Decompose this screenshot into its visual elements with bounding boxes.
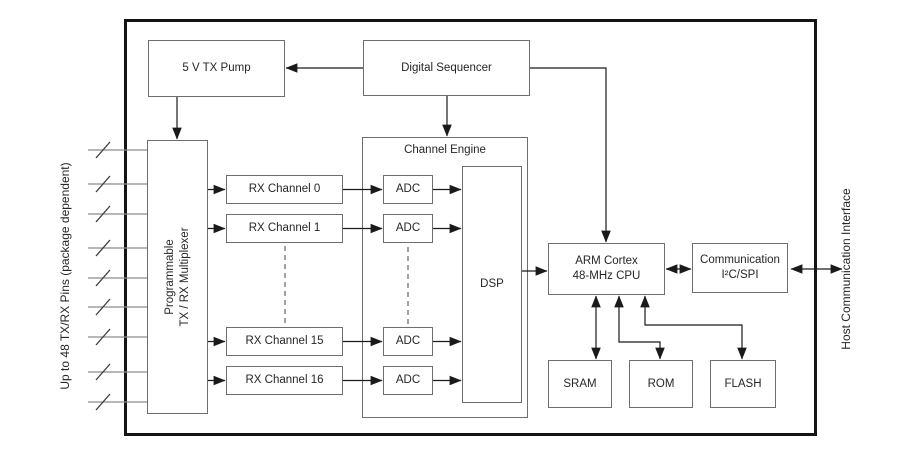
bus-slash-9 [95, 393, 111, 411]
multiplexer-label-line1: Programmable [163, 239, 176, 315]
multiplexer-label-line2: TX / RX Multiplexer [178, 227, 191, 327]
block-rx-channel-16: RX Channel 16 [226, 366, 343, 395]
adc-0-label: ADC [395, 183, 421, 196]
block-flash: FLASH [710, 360, 776, 408]
block-rom: ROM [629, 360, 693, 408]
digital-sequencer-label: Digital Sequencer [401, 61, 492, 74]
block-rx-channel-15: RX Channel 15 [226, 327, 343, 356]
block-rx-channel-0: RX Channel 0 [226, 175, 343, 204]
block-adc-15: ADC [383, 327, 433, 356]
block-communication: Communication I²C/SPI [692, 243, 788, 293]
arm-cpu-label-line2: 48-MHz CPU [572, 270, 641, 282]
bus-slash-5 [95, 269, 111, 287]
block-tx-rx-multiplexer: Programmable TX / RX Multiplexer [147, 140, 208, 414]
left-pins-label: Up to 48 TX/RX Pins (package dependent) [58, 162, 72, 390]
bus-slash-7 [95, 328, 111, 346]
rx-channel-16-label: RX Channel 16 [245, 374, 324, 387]
block-rx-channel-1: RX Channel 1 [226, 214, 343, 243]
rx-channel-1-label: RX Channel 1 [248, 222, 321, 235]
bus-slash-3 [95, 205, 111, 223]
chip-boundary [124, 19, 817, 436]
tx-pump-label: 5 V TX Pump [182, 62, 251, 75]
block-arm-cpu: ARM Cortex 48-MHz CPU [548, 243, 665, 295]
adc-1-label: ADC [395, 222, 421, 235]
block-sram: SRAM [548, 360, 612, 408]
bus-slash-8 [95, 363, 111, 381]
rx-channel-15-label: RX Channel 15 [245, 335, 324, 348]
dsp-label: DSP [480, 278, 504, 291]
block-adc-16: ADC [383, 366, 433, 395]
bus-slash-2 [95, 175, 111, 193]
block-adc-1: ADC [383, 214, 433, 243]
sram-label: SRAM [563, 377, 597, 390]
bus-slash-1 [95, 141, 111, 159]
rom-label: ROM [647, 377, 675, 390]
bus-slash-4 [95, 239, 111, 257]
block-digital-sequencer: Digital Sequencer [363, 40, 530, 96]
adc-16-label: ADC [395, 374, 421, 387]
rx-channel-0-label: RX Channel 0 [248, 183, 321, 196]
block-dsp: DSP [462, 166, 522, 403]
arm-cpu-label-line1: ARM Cortex [575, 255, 638, 268]
host-interface-label: Host Communication Interface [839, 188, 853, 350]
bus-slash-6 [95, 298, 111, 316]
adc-15-label: ADC [395, 335, 421, 348]
multiplexer-label: Programmable TX / RX Multiplexer [163, 157, 193, 397]
bus-slashes [95, 141, 111, 411]
block-tx-pump: 5 V TX Pump [148, 40, 285, 97]
channel-engine-label: Channel Engine [404, 144, 486, 156]
communication-label-line2: I²C/SPI [721, 269, 759, 281]
flash-label: FLASH [724, 377, 762, 390]
block-adc-0: ADC [383, 175, 433, 204]
communication-label-line1: Communication [700, 254, 780, 267]
